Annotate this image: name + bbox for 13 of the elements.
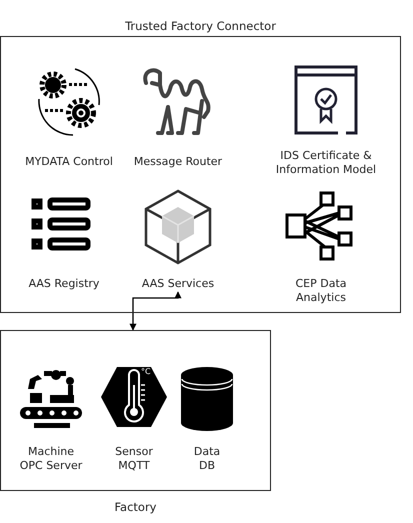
group-title: Factory [114, 500, 156, 514]
node-label: IDS Certificate & Information Model [274, 149, 378, 177]
node-label: Machine OPC Server [18, 445, 84, 473]
node-label: Data DB [192, 445, 222, 473]
group-title: Trusted Factory Connector [125, 19, 276, 33]
node-label: MYDATA Control [25, 155, 113, 169]
node-label: AAS Registry [28, 277, 100, 291]
node-label: AAS Services [142, 277, 214, 291]
arrow [130, 291, 182, 331]
node-label: Message Router [134, 155, 222, 169]
node-label: CEP Data Analytics [294, 277, 348, 305]
unit-label: °C [141, 367, 151, 376]
node-label: Sensor MQTT [114, 445, 154, 473]
